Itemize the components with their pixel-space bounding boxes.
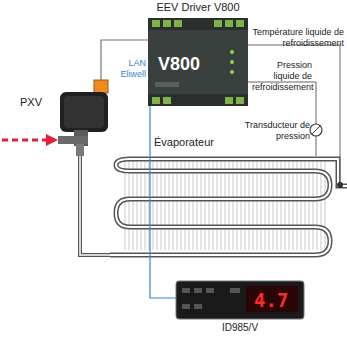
- callout-label: Température liquide de refroidissement: [252, 27, 344, 49]
- driver-box: EEV Driver V800V800: [148, 18, 248, 106]
- connector: [150, 106, 176, 298]
- node-heading: PXV: [20, 96, 42, 109]
- controller-box: 4.7ID985/V: [176, 281, 304, 319]
- display-value: 4.7: [254, 289, 288, 311]
- evaporator-coil: [110, 158, 347, 255]
- sensor-wires: [248, 45, 343, 188]
- valve-body: [58, 80, 108, 156]
- inlet-arrow: [2, 134, 58, 146]
- callout-label: Pression liquide de refroidissement: [252, 60, 312, 93]
- driver-module: [148, 18, 248, 106]
- module-label: V800: [158, 54, 200, 74]
- callout-label: Transducteur de pression: [226, 120, 310, 142]
- connector: [101, 40, 148, 80]
- edge-label: LAN Eliwell: [106, 58, 146, 80]
- node-heading: Évaporateur: [152, 136, 216, 149]
- valve-node: PXV: [60, 80, 110, 156]
- node-heading: EEV Driver V800: [118, 1, 278, 14]
- evaporator-node: Évaporateur: [108, 136, 340, 260]
- node-caption: ID985/V: [206, 322, 274, 334]
- connector: [80, 156, 110, 255]
- controller-body: [176, 281, 304, 319]
